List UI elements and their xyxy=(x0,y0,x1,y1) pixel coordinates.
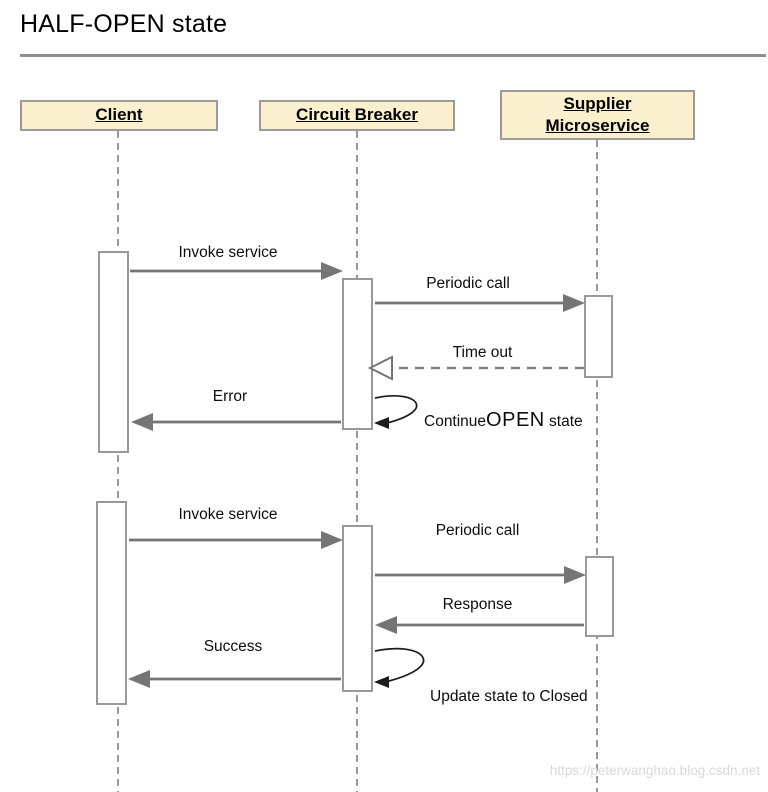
actor-label-client: Client xyxy=(95,105,143,125)
actor-box-supplier-microservice: Supplier Microservice xyxy=(500,90,695,140)
message-label-error: Error xyxy=(212,388,248,405)
continue-prefix: Continue xyxy=(424,413,487,430)
arrowhead-right-icon xyxy=(321,531,343,549)
message-label-update-state-to-closed: Update state to Closed xyxy=(430,688,588,705)
page-title: HALF-OPEN state xyxy=(20,10,228,38)
message-label-success: Success xyxy=(203,638,263,655)
arrow-periodic-call-1 xyxy=(375,294,585,312)
arrowhead-left-icon xyxy=(128,670,150,688)
message-label-continue-open-state: ContinueOPEN state xyxy=(424,409,583,432)
message-label-invoke-service-2: Invoke service xyxy=(178,506,278,523)
arrowhead-right-icon xyxy=(564,566,586,584)
self-loop-continue-open xyxy=(374,394,418,429)
activation-client-2 xyxy=(96,501,127,705)
arrowhead-left-icon xyxy=(374,676,389,688)
lifeline-client xyxy=(117,131,119,792)
activation-circuit-breaker-1 xyxy=(342,278,373,430)
actor-box-client: Client xyxy=(20,100,218,131)
activation-client-1 xyxy=(98,251,129,453)
actor-box-circuit-breaker: Circuit Breaker xyxy=(259,100,455,131)
arrow-invoke-service-2 xyxy=(129,531,343,549)
activation-supplier-2 xyxy=(585,556,614,637)
arrowhead-left-icon xyxy=(375,616,397,634)
message-label-periodic-call-2: Periodic call xyxy=(435,522,520,539)
arrow-response xyxy=(375,616,584,634)
arrow-success xyxy=(128,670,341,688)
activation-supplier-1 xyxy=(584,295,613,378)
title-divider xyxy=(20,54,766,57)
arrowhead-left-icon xyxy=(374,417,389,429)
message-label-invoke-service-1: Invoke service xyxy=(178,244,278,261)
actor-label-circuit-breaker: Circuit Breaker xyxy=(296,105,418,125)
continue-suffix: state xyxy=(544,413,583,430)
actor-label-supplier-microservice: Supplier Microservice xyxy=(545,93,650,135)
arrowhead-right-icon xyxy=(563,294,585,312)
self-loop-update-state xyxy=(374,647,425,688)
open-arrowhead-left-icon xyxy=(367,355,393,381)
arrowhead-right-icon xyxy=(321,262,343,280)
continue-open-word: OPEN xyxy=(486,409,545,431)
arrowhead-left-icon xyxy=(131,413,153,431)
activation-circuit-breaker-2 xyxy=(342,525,373,692)
watermark-url: https://peterwanghao.blog.csdn.net xyxy=(549,763,760,778)
message-label-response: Response xyxy=(442,596,513,613)
message-label-periodic-call-1: Periodic call xyxy=(426,275,510,292)
arrow-invoke-service-1 xyxy=(130,262,343,280)
message-label-time-out: Time out xyxy=(452,344,513,361)
lifeline-supplier-microservice xyxy=(596,140,598,792)
lifeline-circuit-breaker xyxy=(356,131,358,792)
arrow-time-out xyxy=(367,355,584,381)
arrow-error xyxy=(131,413,341,431)
arrow-periodic-call-2 xyxy=(375,566,586,584)
